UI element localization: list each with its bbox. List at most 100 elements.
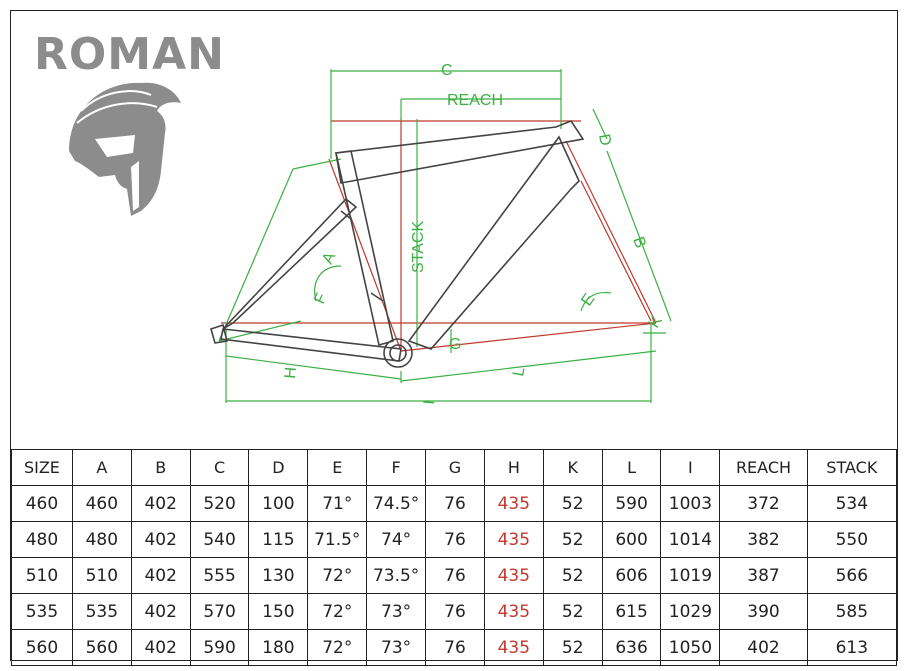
header-cell: STACK	[806, 449, 898, 486]
header-cell: H	[483, 449, 544, 486]
label-h: H	[282, 366, 300, 379]
value-cell: 520	[189, 485, 250, 522]
label-i: I	[421, 399, 438, 405]
value-cell: 435	[483, 521, 544, 558]
bike-frame	[210, 120, 585, 368]
value-cell: 555	[189, 557, 250, 594]
label-g: G	[449, 336, 461, 353]
value-cell: 1029	[660, 593, 721, 630]
label-k: K	[646, 313, 666, 331]
value-cell: 402	[130, 629, 191, 666]
header-cell: SIZE	[11, 449, 73, 486]
value-cell: 560	[71, 629, 132, 666]
header-cell: D	[248, 449, 309, 486]
value-cell: 72°	[307, 593, 368, 630]
value-cell: 73.5°	[366, 557, 427, 594]
value-cell: 71°	[307, 485, 368, 522]
value-cell: 76	[425, 629, 485, 666]
value-cell: 130	[248, 557, 309, 594]
value-cell: 72°	[307, 557, 368, 594]
red-geometry-lines	[221, 119, 657, 352]
size-cell: 460	[11, 485, 73, 522]
size-cell: 510	[11, 557, 73, 594]
value-cell: 402	[719, 629, 808, 666]
geometry-table: SIZE A B C D E F G H K L I REACH STACK 4…	[11, 449, 898, 666]
label-e: E	[578, 291, 598, 309]
value-cell: 387	[719, 557, 808, 594]
value-cell: 435	[483, 557, 544, 594]
value-cell: 585	[806, 593, 898, 630]
label-a: A	[319, 250, 339, 267]
value-cell: 76	[425, 557, 485, 594]
value-cell: 570	[189, 593, 250, 630]
value-cell: 540	[189, 521, 250, 558]
value-cell: 590	[601, 485, 662, 522]
header-cell: E	[307, 449, 368, 486]
header-cell: F	[366, 449, 427, 486]
value-cell: 76	[425, 485, 485, 522]
green-dimension-lines	[218, 69, 672, 403]
value-cell: 606	[601, 557, 662, 594]
value-cell: 600	[601, 521, 662, 558]
label-reach: REACH	[447, 92, 503, 109]
value-cell: 73°	[366, 593, 427, 630]
value-cell: 535	[71, 593, 132, 630]
label-d: D	[595, 133, 614, 147]
value-cell: 590	[189, 629, 250, 666]
value-cell: 402	[130, 557, 191, 594]
value-cell: 72°	[307, 629, 368, 666]
value-cell: 460	[71, 485, 132, 522]
value-cell: 180	[248, 629, 309, 666]
value-cell: 550	[806, 521, 898, 558]
value-cell: 534	[806, 485, 898, 522]
label-stack: STACK	[410, 221, 427, 273]
header-cell: K	[542, 449, 603, 486]
value-cell: 435	[483, 629, 544, 666]
value-cell: 1003	[660, 485, 721, 522]
label-f: F	[311, 290, 331, 306]
value-cell: 510	[71, 557, 132, 594]
value-cell: 613	[806, 629, 898, 666]
value-cell: 76	[425, 593, 485, 630]
value-cell: 1019	[660, 557, 721, 594]
size-cell: 535	[11, 593, 73, 630]
label-c: C	[441, 62, 453, 79]
value-cell: 435	[483, 593, 544, 630]
value-cell: 74°	[366, 521, 427, 558]
value-cell: 52	[542, 521, 603, 558]
value-cell: 402	[130, 485, 191, 522]
brand-name: ROMAN	[34, 29, 225, 80]
value-cell: 636	[601, 629, 662, 666]
value-cell: 73°	[366, 629, 427, 666]
label-l: L	[510, 366, 528, 378]
header-cell: L	[601, 449, 662, 486]
value-cell: 52	[542, 485, 603, 522]
header-cell: G	[425, 449, 485, 486]
value-cell: 372	[719, 485, 808, 522]
value-cell: 1050	[660, 629, 721, 666]
label-b: B	[629, 235, 649, 251]
value-cell: 71.5°	[307, 521, 368, 558]
value-cell: 74.5°	[366, 485, 427, 522]
value-cell: 480	[71, 521, 132, 558]
value-cell: 1014	[660, 521, 721, 558]
value-cell: 76	[425, 521, 485, 558]
value-cell: 566	[806, 557, 898, 594]
frame-geometry-diagram: C REACH STACK D B A F E G H L K I	[69, 62, 672, 405]
value-cell: 382	[719, 521, 808, 558]
size-cell: 480	[11, 521, 73, 558]
table-header: SIZE A B C D E F G H K L I REACH STACK	[11, 449, 898, 486]
value-cell: 150	[248, 593, 309, 630]
header-cell: I	[660, 449, 721, 486]
size-cell: 560	[11, 629, 73, 666]
header-cell: B	[130, 449, 191, 486]
value-cell: 435	[483, 485, 544, 522]
value-cell: 52	[542, 557, 603, 594]
header-row: SIZE A B C D E F G H K L I REACH STACK	[11, 449, 898, 486]
